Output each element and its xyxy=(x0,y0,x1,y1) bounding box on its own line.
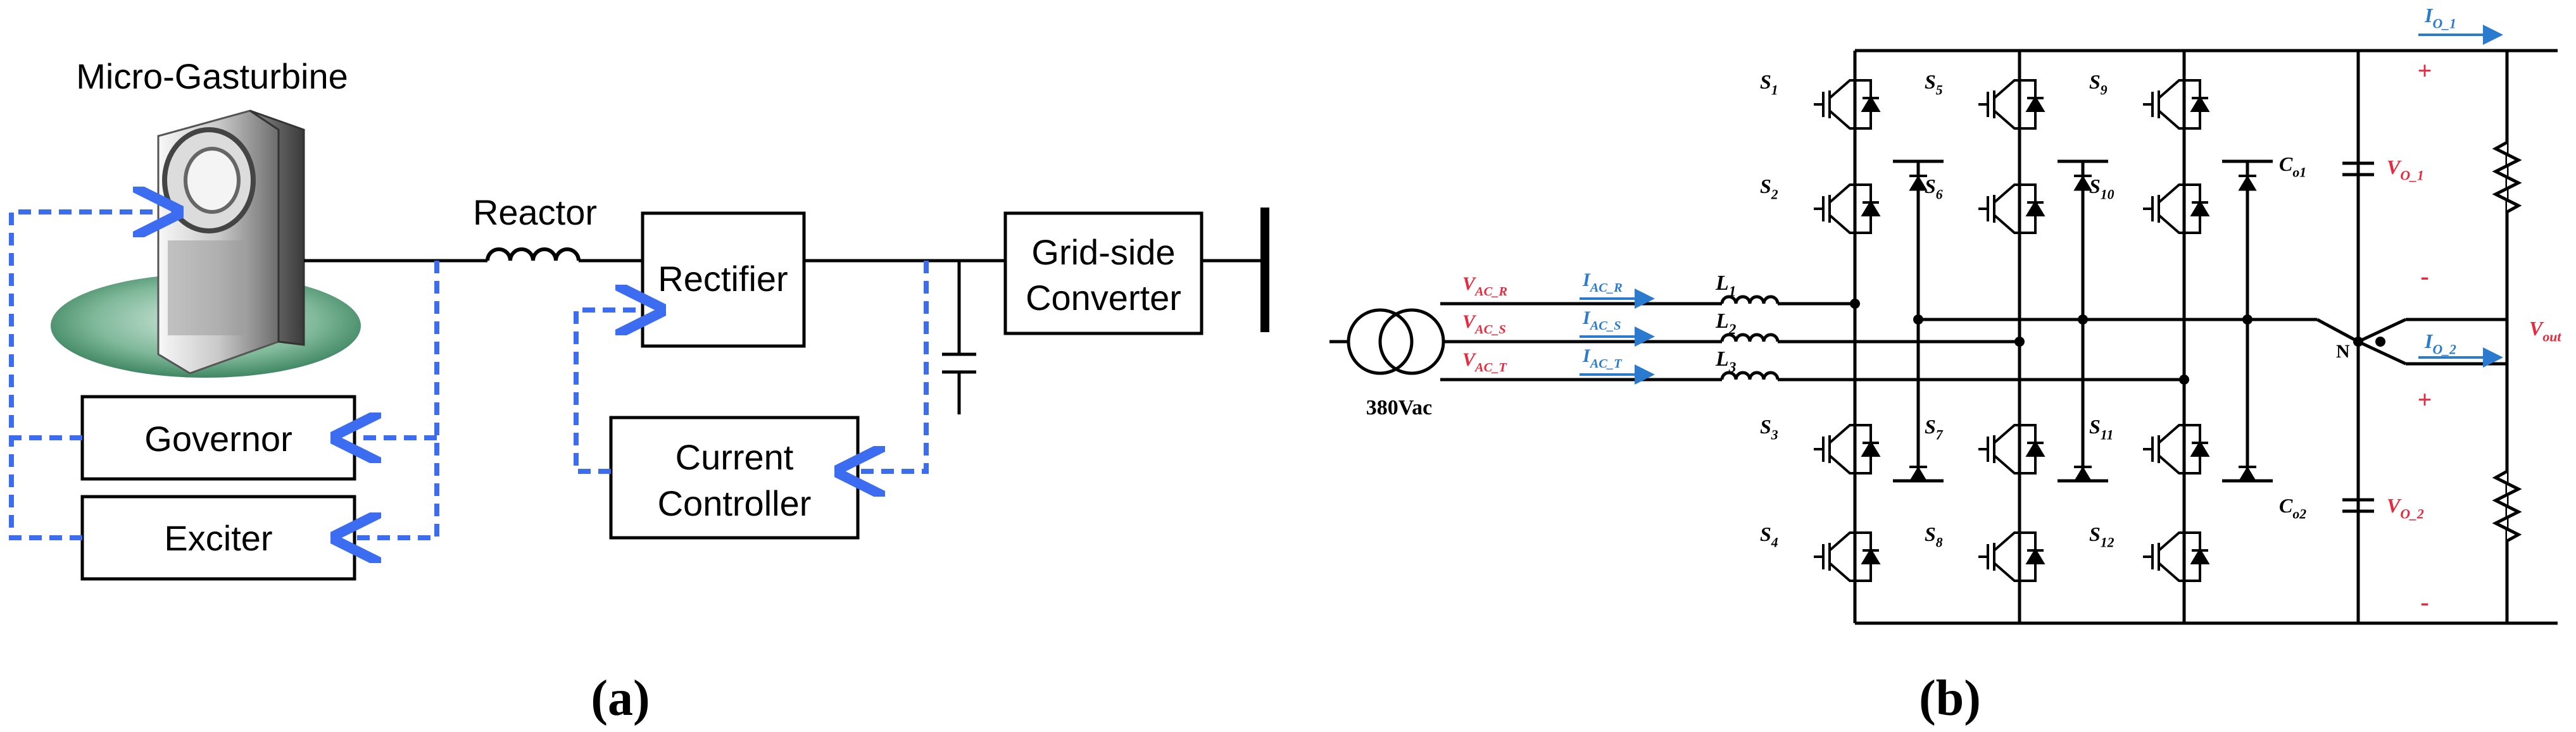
phase-current-label: IAC_T xyxy=(1582,345,1623,371)
source-label: 380Vac xyxy=(1366,396,1433,419)
igbt-switch-icon xyxy=(1814,531,1881,582)
switch-label: S8 xyxy=(1925,523,1943,550)
junction-dot xyxy=(2179,375,2189,385)
inductor-label: L1 xyxy=(1715,271,1736,300)
plus-sign: + xyxy=(2418,56,2432,85)
clamp-diode-icon xyxy=(2238,175,2257,191)
junction-dot xyxy=(1913,314,1923,325)
inductor-label: L3 xyxy=(1715,347,1736,376)
rectifier-block xyxy=(641,211,806,348)
switch-label: S2 xyxy=(1760,175,1778,202)
igbt-switch-icon xyxy=(1814,183,1881,234)
load-resistor-1-icon xyxy=(2492,140,2522,214)
switch-label: S12 xyxy=(2089,523,2114,550)
igbt-switch-icon xyxy=(2143,531,2210,582)
rectifier-label: Rectifier xyxy=(658,259,788,299)
reactor-coil-icon xyxy=(486,247,581,261)
panel-b-components xyxy=(1580,25,2503,582)
igbt-switch-icon xyxy=(2143,79,2210,130)
switch-label: S7 xyxy=(1925,415,1944,443)
switch-label: S6 xyxy=(1925,175,1943,202)
switch-label: S1 xyxy=(1760,70,1778,98)
igbt-switch-icon xyxy=(1814,424,1881,475)
igbt-switch-icon xyxy=(1978,531,2045,582)
panel-b-caption: (b) xyxy=(1919,671,1981,726)
reactor-label: Reactor xyxy=(473,192,597,232)
igbt-switch-icon xyxy=(1978,183,2045,234)
phase-current-label: IAC_S xyxy=(1582,307,1621,333)
governor-label: Governor xyxy=(144,419,292,459)
grid-converter-label-line2: Converter xyxy=(1026,278,1181,318)
transformer-icon xyxy=(1347,308,1414,375)
current-controller-label-line2: Controller xyxy=(658,483,812,523)
clamp-diode-icon xyxy=(1909,466,1928,482)
switch-label: S5 xyxy=(1925,70,1943,98)
switch-label: S10 xyxy=(2089,175,2114,202)
junction-dot xyxy=(2014,337,2025,347)
output-voltage-label: VO_1 xyxy=(2387,156,2424,183)
inductor-label: L2 xyxy=(1715,309,1737,338)
igbt-switch-icon xyxy=(2143,183,2210,234)
igbt-switch-icon xyxy=(1814,79,1881,130)
output-capacitors xyxy=(2342,51,2374,513)
capacitor-label: Co2 xyxy=(2279,494,2306,522)
clamp-diode-icon xyxy=(1909,175,1928,191)
switch-label: S9 xyxy=(2089,70,2108,98)
junction-dot xyxy=(2078,314,2088,325)
minus-sign: - xyxy=(2420,262,2428,290)
panel-b-labels: L1 VAC_R IAC_R L2 VAC_S IAC_S L3 VAC_T IAC_T S1S2… xyxy=(1462,4,2561,616)
switch-label: S4 xyxy=(1760,523,1778,550)
exciter-label: Exciter xyxy=(164,518,272,558)
load-resistor-2-icon xyxy=(2492,469,2522,543)
phase-voltage-label: VAC_T xyxy=(1462,349,1507,375)
switch-label: S11 xyxy=(2089,415,2113,443)
junction-dot xyxy=(2353,337,2363,347)
phase-voltage-label: VAC_S xyxy=(1462,311,1506,337)
junction-dot xyxy=(2242,314,2252,325)
minus-sign: - xyxy=(2420,588,2428,616)
output-current-label: IO_1 xyxy=(2424,4,2456,32)
inductor-1-icon xyxy=(1720,295,1780,304)
current-controller-label-line1: Current xyxy=(675,437,794,477)
phase-voltage-label: VAC_R xyxy=(1462,273,1507,299)
inductor-2-icon xyxy=(1720,333,1780,342)
panel-b-circuit xyxy=(1329,49,2558,625)
vout-label: Vout xyxy=(2529,317,2561,345)
grid-side-converter-block xyxy=(1003,211,1203,335)
clamp-diode-icon xyxy=(2073,175,2092,191)
switch-label: S3 xyxy=(1760,415,1778,443)
micro-gasturbine-icon xyxy=(51,109,361,378)
phase-lines xyxy=(1440,302,1722,382)
turbine-label: Micro-Gasturbine xyxy=(76,56,348,96)
igbt-switch-icon xyxy=(1978,424,2045,475)
igbt-switch-icon xyxy=(1978,79,2045,130)
current-controller-block xyxy=(609,416,860,540)
clamp-diode-icon xyxy=(2238,466,2257,482)
inductor-3-icon xyxy=(1720,371,1780,380)
exciter-block xyxy=(80,495,356,581)
output-current-label: IO_2 xyxy=(2424,330,2456,357)
igbt-switch-icon xyxy=(2143,424,2210,475)
panel-a-caption: (a) xyxy=(591,671,650,726)
junction-dot xyxy=(2375,337,2385,347)
clamp-diode-icon xyxy=(2073,466,2092,482)
phase-current-label: IAC_R xyxy=(1582,270,1623,295)
plus-sign: + xyxy=(2418,385,2432,414)
control-signal-lines xyxy=(9,212,929,538)
junction-dot xyxy=(1850,299,1860,309)
panel-a-block-diagram: Micro-Gasturbine Reactor Rectifier Grid-… xyxy=(9,56,1269,726)
neutral-label: N xyxy=(2336,341,2350,362)
capacitor-label: Co1 xyxy=(2279,152,2306,180)
output-voltage-label: VO_2 xyxy=(2387,494,2424,522)
grid-converter-label-line1: Grid-side xyxy=(1031,232,1175,272)
